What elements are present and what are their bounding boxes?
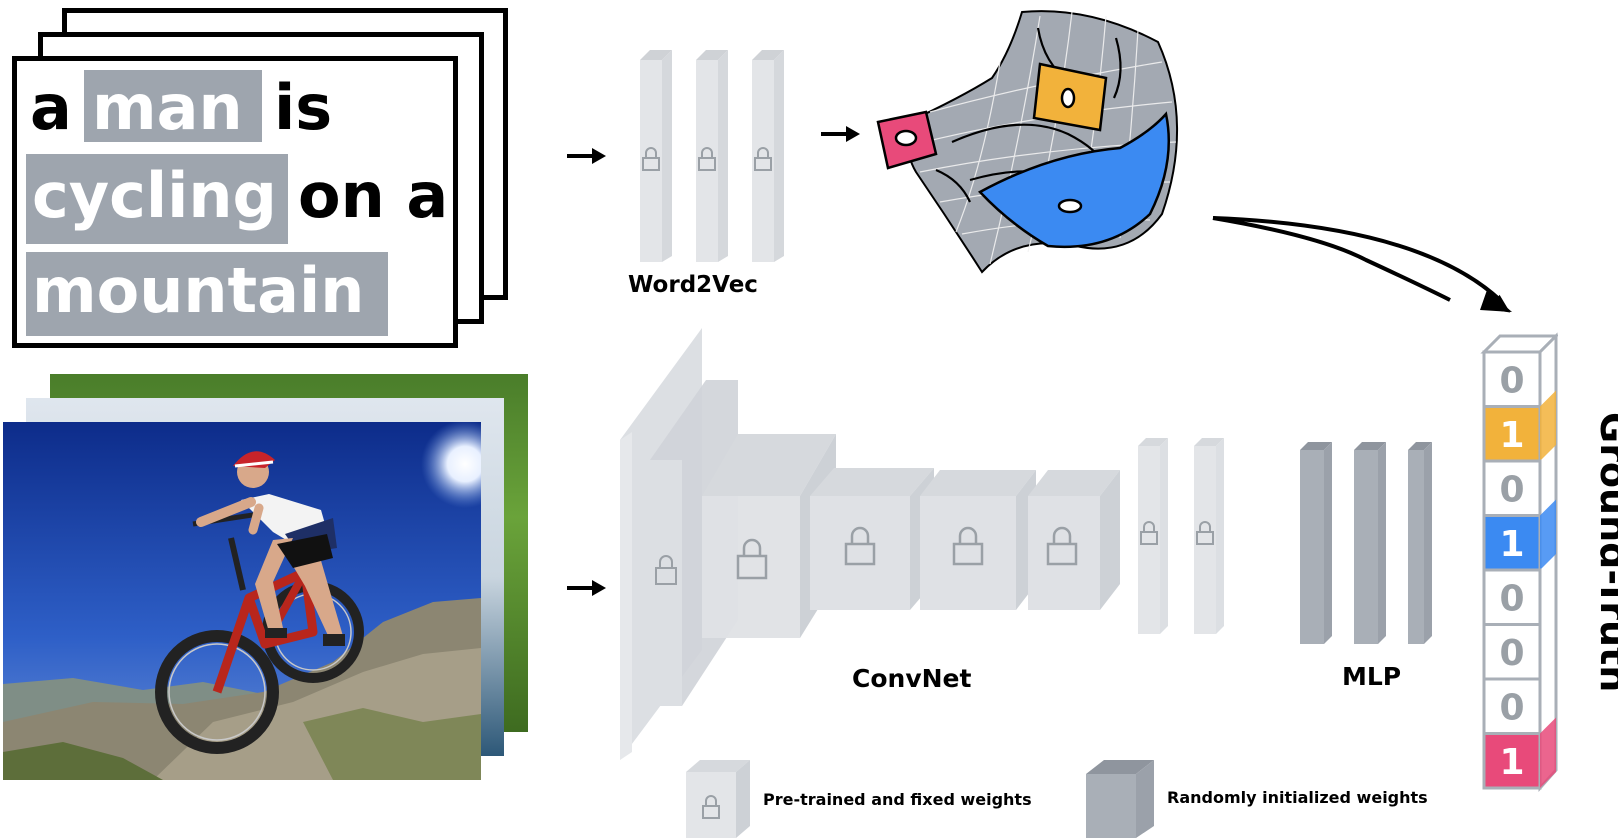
mlp-layer — [1354, 442, 1386, 644]
lock-icon — [698, 147, 716, 171]
conv-layer — [1028, 470, 1120, 610]
ground-truth-value: 0 — [1499, 633, 1524, 674]
ground-truth-cell: 0 — [1482, 459, 1542, 517]
ground-truth-value: 1 — [1499, 415, 1524, 456]
legend-random-label: Randomly initialized weights — [1167, 788, 1428, 807]
lock-icon — [702, 795, 720, 819]
word-highlight — [26, 154, 288, 244]
front-wheel — [155, 630, 279, 754]
convnet — [620, 328, 1224, 760]
word-highlight — [26, 252, 388, 336]
arrow-text-to-word2vec — [567, 148, 606, 164]
ground-truth-cell: 0 — [1482, 568, 1542, 626]
word2vec-label: Word2Vec — [628, 272, 758, 298]
lock-icon — [754, 147, 772, 171]
ground-truth-cell: 0 — [1482, 623, 1542, 681]
lock-icon — [1046, 526, 1078, 566]
fc-layer — [1194, 438, 1224, 634]
lock-icon — [952, 526, 984, 566]
mlp-layer — [1408, 442, 1432, 644]
word-highlight — [84, 70, 262, 142]
ground-truth-value: 0 — [1499, 578, 1524, 619]
mlp-label: MLP — [1342, 662, 1402, 691]
word-is: is — [274, 71, 332, 144]
word-on-a: on a — [298, 159, 448, 232]
legend-pretrained-swatch — [686, 760, 750, 838]
ground-truth-value: 1 — [1499, 742, 1524, 783]
pink-region-shape — [876, 110, 938, 170]
lock-icon — [1196, 521, 1214, 545]
lock-icon — [844, 526, 876, 566]
sentence-text: a man is cycling on a mountain — [26, 70, 448, 336]
ground-truth-value: 1 — [1499, 524, 1524, 565]
lock-icon — [1140, 521, 1158, 545]
word-a: a — [30, 71, 72, 144]
word2vec-network — [640, 50, 784, 262]
ground-truth-vector: 0 1 0 1 0 0 0 1 — [1480, 332, 1558, 792]
arrow-word2vec-to-embedding — [821, 126, 860, 142]
word-mountain: mountain — [32, 254, 364, 327]
word2vec-layer — [752, 50, 784, 262]
arrow-image-to-convnet — [567, 580, 606, 596]
convnet-label: ConvNet — [852, 664, 972, 693]
mlp-layer — [1300, 442, 1332, 644]
word2vec-layer — [696, 50, 728, 262]
ground-truth-cell: 1 — [1482, 390, 1556, 463]
legend-random-swatch — [1086, 760, 1154, 838]
ground-truth-cell: 0 — [1482, 350, 1542, 408]
ground-truth-label: Ground-Truth — [1592, 412, 1618, 693]
ground-truth-cell: 0 — [1482, 677, 1542, 735]
conv-layer — [810, 468, 934, 610]
legend-pretrained-label: Pre-trained and fixed weights — [763, 790, 1032, 809]
ground-truth-value: 0 — [1499, 360, 1524, 401]
mlp — [1300, 442, 1432, 644]
word2vec-layer — [640, 50, 672, 262]
ground-truth-value: 0 — [1499, 469, 1524, 510]
lock-icon — [736, 538, 768, 580]
conv-layer — [920, 470, 1036, 610]
ground-truth-cell: 1 — [1482, 499, 1556, 572]
cyclist-photo — [3, 422, 481, 780]
conv-layer — [650, 380, 738, 706]
embedding-space — [906, 10, 1178, 274]
ground-truth-cell: 1 — [1482, 717, 1556, 790]
fc-layer — [1138, 438, 1168, 634]
blue-region — [977, 111, 1171, 248]
word-cycling: cycling — [32, 159, 277, 232]
lock-icon — [642, 147, 660, 171]
lock-icon — [655, 555, 677, 585]
word-man: man — [92, 71, 243, 144]
ground-truth-value: 0 — [1499, 687, 1524, 728]
